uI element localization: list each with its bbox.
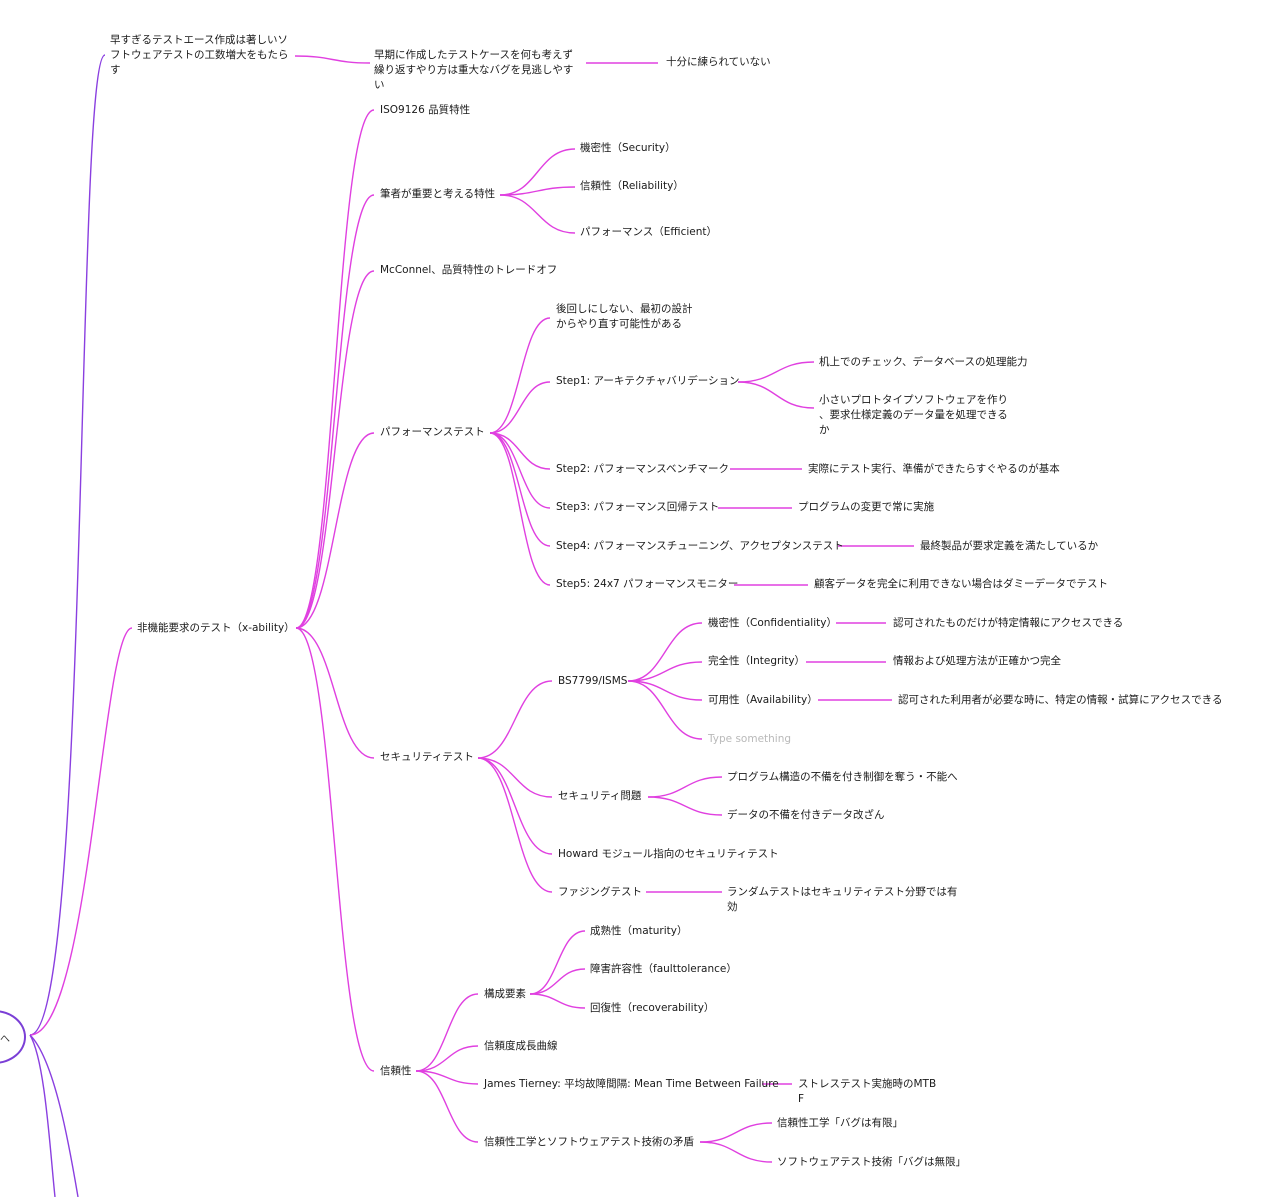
node-contradiction[interactable]: 信頼性工学とソフトウェアテスト技術の矛盾 bbox=[484, 1136, 694, 1148]
node-step3[interactable]: Step3: パフォーマンス回帰テスト bbox=[556, 501, 720, 513]
connector-rel-growth bbox=[415, 1045, 479, 1072]
connector-nf-important bbox=[295, 194, 375, 629]
node-important-characteristics[interactable]: 筆者が重要と考える特性 bbox=[380, 188, 496, 200]
node-components[interactable]: 構成要素 bbox=[484, 988, 526, 1000]
node-integrity-detail[interactable]: 情報および処理方法が正確かつ完全 bbox=[893, 655, 1061, 667]
connector-nf-security bbox=[295, 627, 375, 759]
connector-rel-contradiction bbox=[415, 1070, 479, 1143]
node-placeholder-input[interactable]: Type something bbox=[708, 733, 792, 745]
node-bugs-finite[interactable]: 信頼性工学「バグは有限」 bbox=[777, 1117, 903, 1129]
node-small-prototype[interactable]: 小さいプロトタイプソフトウェアを作り 、要求仕様定義のデータ量を処理できる か bbox=[819, 394, 1008, 436]
node-desk-check[interactable]: 机上でのチェック、データベースの処理能力 bbox=[819, 356, 1028, 368]
connector-sec-fuzzing bbox=[477, 757, 553, 893]
connector-perf-step3 bbox=[489, 432, 551, 509]
node-early-test-cost[interactable]: 早すぎるテストエース作成は著しいソ フトウェアテストの工数増大をもたら す bbox=[110, 34, 289, 76]
node-iso9126[interactable]: ISO9126 品質特性 bbox=[380, 104, 471, 116]
node-step1[interactable]: Step1: アーキテクチャバリデーション bbox=[556, 375, 740, 387]
node-reliability[interactable]: 信頼性 bbox=[380, 1065, 412, 1077]
node-mcconnel-tradeoff[interactable]: McConnel、品質特性のトレードオフ bbox=[380, 264, 558, 276]
node-integrity[interactable]: 完全性（Integrity） bbox=[708, 655, 806, 667]
node-reliability-characteristic[interactable]: 信頼性（Reliability） bbox=[580, 180, 684, 192]
connector-perf-step1 bbox=[489, 381, 551, 434]
connector-root-early bbox=[29, 54, 106, 1036]
node-nonfunctional-testing[interactable]: 非機能要求のテスト（x-ability） bbox=[137, 622, 295, 634]
node-random-test[interactable]: ランダムテストはセキュリティテスト分野では有 効 bbox=[727, 886, 958, 913]
node-availability-detail[interactable]: 認可された利用者が必要な時に、特定の情報・試算にアクセスできる bbox=[898, 694, 1223, 706]
node-security-issues[interactable]: セキュリティ問題 bbox=[558, 790, 642, 802]
node-fuzzing[interactable]: ファジングテスト bbox=[558, 886, 642, 898]
connector-perf-postpone bbox=[489, 317, 551, 434]
node-step4[interactable]: Step4: パフォーマンスチューニング、アクセプタンステスト bbox=[556, 540, 844, 552]
connector-char-efficiency bbox=[499, 194, 576, 234]
node-mtbf[interactable]: James Tierney: 平均故障間隔: Mean Time Between… bbox=[484, 1078, 779, 1090]
node-step3-detail[interactable]: プログラムの変更で常に実施 bbox=[798, 501, 935, 513]
node-control-takeover[interactable]: プログラム構造の不備を付き制御を奪う・不能へ bbox=[727, 771, 958, 783]
connector-char-security bbox=[499, 148, 576, 196]
connector-issue-data bbox=[647, 796, 723, 816]
node-fault-tolerance[interactable]: 障害許容性（faulttolerance） bbox=[590, 963, 737, 975]
connector-root-nonfunctional bbox=[29, 627, 133, 1036]
connector-bs-integ bbox=[627, 661, 703, 682]
connector-nf-perf bbox=[295, 432, 375, 629]
connector-nf-iso bbox=[295, 109, 375, 629]
connector-contra-infinite bbox=[699, 1141, 773, 1163]
node-step2-detail[interactable]: 実際にテスト実行、準備ができたらすぐやるのが基本 bbox=[808, 463, 1060, 475]
node-security-test[interactable]: セキュリティテスト bbox=[380, 751, 474, 763]
connector-issue-control bbox=[647, 776, 723, 798]
connector-char-reliability bbox=[499, 186, 576, 196]
connector-root-offscreen-1 bbox=[29, 1034, 56, 1197]
node-recoverability[interactable]: 回復性（recoverability） bbox=[590, 1002, 715, 1014]
connector-sec-howard bbox=[477, 757, 553, 855]
connector-perf-step2 bbox=[489, 432, 551, 470]
connector-rel-components bbox=[415, 993, 479, 1072]
node-availability[interactable]: 可用性（Availability） bbox=[708, 694, 818, 706]
connector-bs-conf bbox=[627, 622, 703, 682]
connector-bs-placeholder bbox=[627, 680, 703, 740]
node-efficiency-characteristic[interactable]: パフォーマンス（Efficient） bbox=[580, 226, 717, 238]
connector-perf-step4 bbox=[489, 432, 551, 547]
node-step2[interactable]: Step2: パフォーマンスベンチマーク bbox=[556, 463, 730, 475]
connector-comp-fault bbox=[529, 968, 586, 995]
node-repeat-tests-miss-bugs[interactable]: 早期に作成したテストケースを何も考えず 繰り返すやり方は重大なバグを見逃しやす … bbox=[374, 49, 574, 91]
node-data-tampering[interactable]: データの不備を付きデータ改ざん bbox=[727, 809, 885, 821]
connector-early-repeat bbox=[294, 55, 371, 64]
connector-perf-step5 bbox=[489, 432, 551, 586]
node-growth-curve[interactable]: 信頼度成長曲線 bbox=[484, 1040, 558, 1052]
node-performance-test[interactable]: パフォーマンステスト bbox=[380, 426, 485, 438]
node-stress-mtbf[interactable]: ストレステスト実施時のMTB F bbox=[798, 1078, 937, 1105]
node-bs7799[interactable]: BS7799/ISMS bbox=[558, 675, 628, 687]
connector-rel-mtbf bbox=[415, 1070, 479, 1085]
node-bugs-infinite[interactable]: ソフトウェアテスト技術「バグは無限」 bbox=[777, 1156, 966, 1168]
node-dont-postpone[interactable]: 後回しにしない、最初の設計 からやり直す可能性がある bbox=[556, 303, 693, 330]
node-step5-detail[interactable]: 顧客データを完全に利用できない場合はダミーデータでテスト bbox=[814, 578, 1108, 590]
connector-sec-issues bbox=[477, 757, 553, 798]
node-confidentiality-detail[interactable]: 認可されたものだけが特定情報にアクセスできる bbox=[893, 617, 1124, 629]
connector-nf-mcconnel bbox=[295, 270, 375, 629]
connector-step1-desk bbox=[737, 361, 815, 383]
connector-sec-bs7799 bbox=[477, 680, 553, 759]
connector-root-offscreen-2 bbox=[29, 1034, 79, 1197]
connector-comp-maturity bbox=[529, 930, 586, 995]
connector-contra-finite bbox=[699, 1122, 773, 1143]
node-not-well-designed[interactable]: 十分に練られていない bbox=[666, 56, 771, 68]
connector-nf-reliability bbox=[295, 627, 375, 1072]
connector-bs-avail bbox=[627, 680, 703, 701]
node-confidentiality[interactable]: 機密性（Confidentiality） bbox=[708, 617, 837, 629]
node-security-characteristic[interactable]: 機密性（Security） bbox=[580, 142, 676, 154]
node-howard[interactable]: Howard モジュール指向のセキュリティテスト bbox=[558, 848, 779, 860]
node-step5[interactable]: Step5: 24x7 パフォーマンスモニター bbox=[556, 578, 739, 590]
node-step4-detail[interactable]: 最終製品が要求定義を満たしているか bbox=[920, 540, 1099, 552]
root-node-label: へ bbox=[0, 1034, 10, 1045]
connector-comp-recover bbox=[529, 993, 586, 1009]
node-maturity[interactable]: 成熟性（maturity） bbox=[590, 925, 688, 937]
connector-step1-proto bbox=[737, 381, 815, 409]
